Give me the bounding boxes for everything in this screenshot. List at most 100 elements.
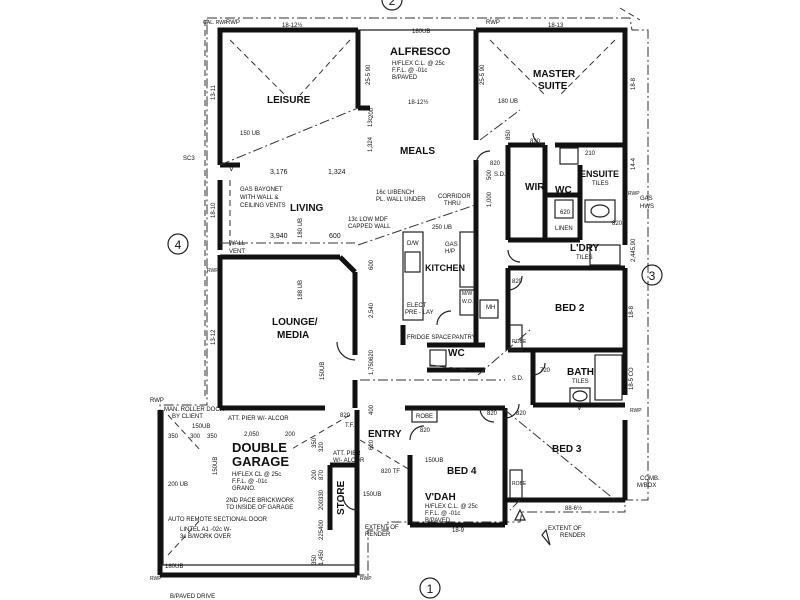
room-alfresco: ALFRESCO (390, 46, 451, 58)
fridge-label: FRIDGE SPACE (407, 335, 451, 341)
room-labels: ALFRESCO H/FLEX C.L. @ 25c F.F.L. @ -01c… (232, 46, 619, 524)
alfresco-note: B/PAVED (392, 75, 418, 81)
svg-text:EXTENT OF: EXTENT OF (365, 525, 399, 531)
svg-text:820: 820 (516, 411, 527, 417)
room-meals: MEALS (400, 146, 435, 157)
room-leisure: LEISURE (267, 95, 311, 106)
svg-text:1,000: 1,000 (487, 191, 493, 207)
fixtures (402, 147, 623, 499)
svg-text:13-11: 13-11 (211, 84, 217, 100)
linen-label: LINEN (555, 226, 573, 232)
room-master-suite: SUITE (538, 81, 568, 92)
svg-text:13c: 13c (368, 117, 374, 127)
svg-text:150UB: 150UB (425, 458, 443, 464)
room-master-suite: MASTER (533, 69, 576, 80)
svg-text:H/P: H/P (445, 249, 455, 255)
svg-text:D/W: D/W (407, 241, 419, 247)
svg-text:600: 600 (329, 233, 341, 240)
svg-text:820: 820 (530, 139, 541, 145)
svg-text:200: 200 (319, 499, 325, 510)
svg-text:820: 820 (340, 413, 351, 419)
svg-text:150UB: 150UB (363, 492, 381, 498)
room-bed4: BED 4 (447, 466, 477, 477)
svg-text:F.F.L. @ -01c: F.F.L. @ -01c (232, 479, 267, 485)
svg-text:SC3: SC3 (183, 156, 195, 162)
room-verandah: V'DAH (425, 492, 456, 503)
svg-text:18-12½: 18-12½ (282, 22, 302, 29)
svg-text:3,176: 3,176 (270, 169, 288, 176)
room-wir: WIR (525, 182, 545, 193)
svg-text:BY CLIENT: BY CLIENT (172, 414, 203, 420)
grid-marker-top: 2 (381, 0, 403, 11)
bath-tiles: TILES (572, 379, 589, 385)
svg-text:AUTO REMOTE SECTIONAL DOOR: AUTO REMOTE SECTIONAL DOOR (168, 517, 268, 523)
svg-text:180UB: 180UB (412, 29, 430, 35)
svg-text:13-12: 13-12 (211, 329, 217, 345)
render-arrow-1 (514, 508, 526, 521)
svg-text:820: 820 (490, 161, 501, 167)
svg-text:820: 820 (612, 221, 623, 227)
room-lounge-media: LOUNGE/ (272, 317, 318, 328)
svg-text:MH: MH (486, 305, 495, 311)
svg-text:HWS: HWS (640, 204, 654, 210)
svg-text:GAS: GAS (445, 242, 458, 248)
svg-text:EXTENT OF: EXTENT OF (548, 526, 582, 532)
svg-text:820: 820 (420, 428, 431, 434)
svg-text:2,540: 2,540 (369, 302, 375, 318)
svg-text:WALL: WALL (229, 241, 246, 247)
svg-text:150UB: 150UB (213, 457, 219, 475)
laundry-tiles: TILES (576, 255, 593, 261)
svg-text:400: 400 (319, 519, 325, 530)
svg-text:18-10: 18-10 (211, 202, 217, 218)
svg-text:B/PAVED DRIVE: B/PAVED DRIVE (170, 594, 215, 600)
svg-text:COMB.: COMB. (640, 476, 660, 482)
svg-text:400: 400 (369, 404, 375, 415)
svg-text:RWP: RWP (226, 20, 240, 26)
room-garage: GARAGE (232, 454, 289, 469)
room-bath: BATH (567, 367, 594, 378)
svg-text:18-12½: 18-12½ (408, 99, 428, 106)
room-living: LIVING (290, 203, 324, 214)
svg-text:GAL. RWP: GAL. RWP (203, 20, 228, 26)
svg-text:820: 820 (487, 411, 498, 417)
ensuite-tiles: TILES (592, 181, 609, 187)
svg-text:18-5 CO: 18-5 CO (629, 367, 635, 390)
svg-text:CAPPED WALL: CAPPED WALL (348, 224, 391, 230)
svg-text:ATT. PIER W/- ALCOR: ATT. PIER W/- ALCOR (228, 416, 289, 422)
doors (336, 132, 546, 511)
svg-text:1,324: 1,324 (368, 136, 374, 152)
room-garage: DOUBLE (232, 440, 287, 455)
svg-text:330: 330 (319, 489, 325, 500)
svg-text:RWP: RWP (630, 408, 642, 414)
svg-text:350: 350 (168, 434, 179, 440)
svg-text:188 UB: 188 UB (298, 280, 304, 300)
svg-text:GRANO.: GRANO. (232, 486, 256, 492)
svg-text:TO INSIDE OF GARAGE: TO INSIDE OF GARAGE (226, 505, 293, 511)
svg-text:VENT: VENT (229, 249, 245, 255)
verandah-note: H/FLEX C.L. @ 25c (425, 504, 478, 510)
svg-text:620: 620 (369, 349, 375, 360)
svg-text:18-13: 18-13 (548, 23, 564, 29)
svg-text:16c: 16c (474, 190, 480, 200)
svg-text:S.D.: S.D. (512, 376, 524, 382)
alfresco-note: H/FLEX C.L. @ 25c (392, 61, 445, 67)
room-lounge-media: MEDIA (277, 330, 309, 341)
svg-text:H/FLEX CL @ 25c: H/FLEX CL @ 25c (232, 472, 281, 478)
svg-text:GAS BAYONET: GAS BAYONET (240, 187, 283, 193)
room-bed2: BED 2 (555, 303, 585, 314)
svg-text:18-8: 18-8 (629, 305, 635, 318)
svg-text:V: V (577, 405, 582, 412)
svg-text:W/- ALCOR: W/- ALCOR (333, 458, 365, 464)
verandah-note: F.F.L. @ -01c (425, 511, 460, 517)
robe-label: ROBE (512, 481, 527, 487)
room-ensuite: ENSUITE (580, 169, 619, 179)
room-laundry: L'DRY (570, 243, 600, 254)
svg-text:2,050: 2,050 (244, 432, 260, 438)
room-store: STORE (336, 480, 347, 515)
svg-text:350: 350 (312, 437, 318, 448)
verandah-note: B/PAVED (425, 518, 451, 524)
annotations: GAS BAYONET WITH WALL & CEILING VENTS 16… (150, 20, 660, 600)
svg-text:820: 820 (512, 279, 523, 285)
pantry-label: PANTRY (452, 335, 476, 341)
svg-text:350: 350 (207, 434, 218, 440)
